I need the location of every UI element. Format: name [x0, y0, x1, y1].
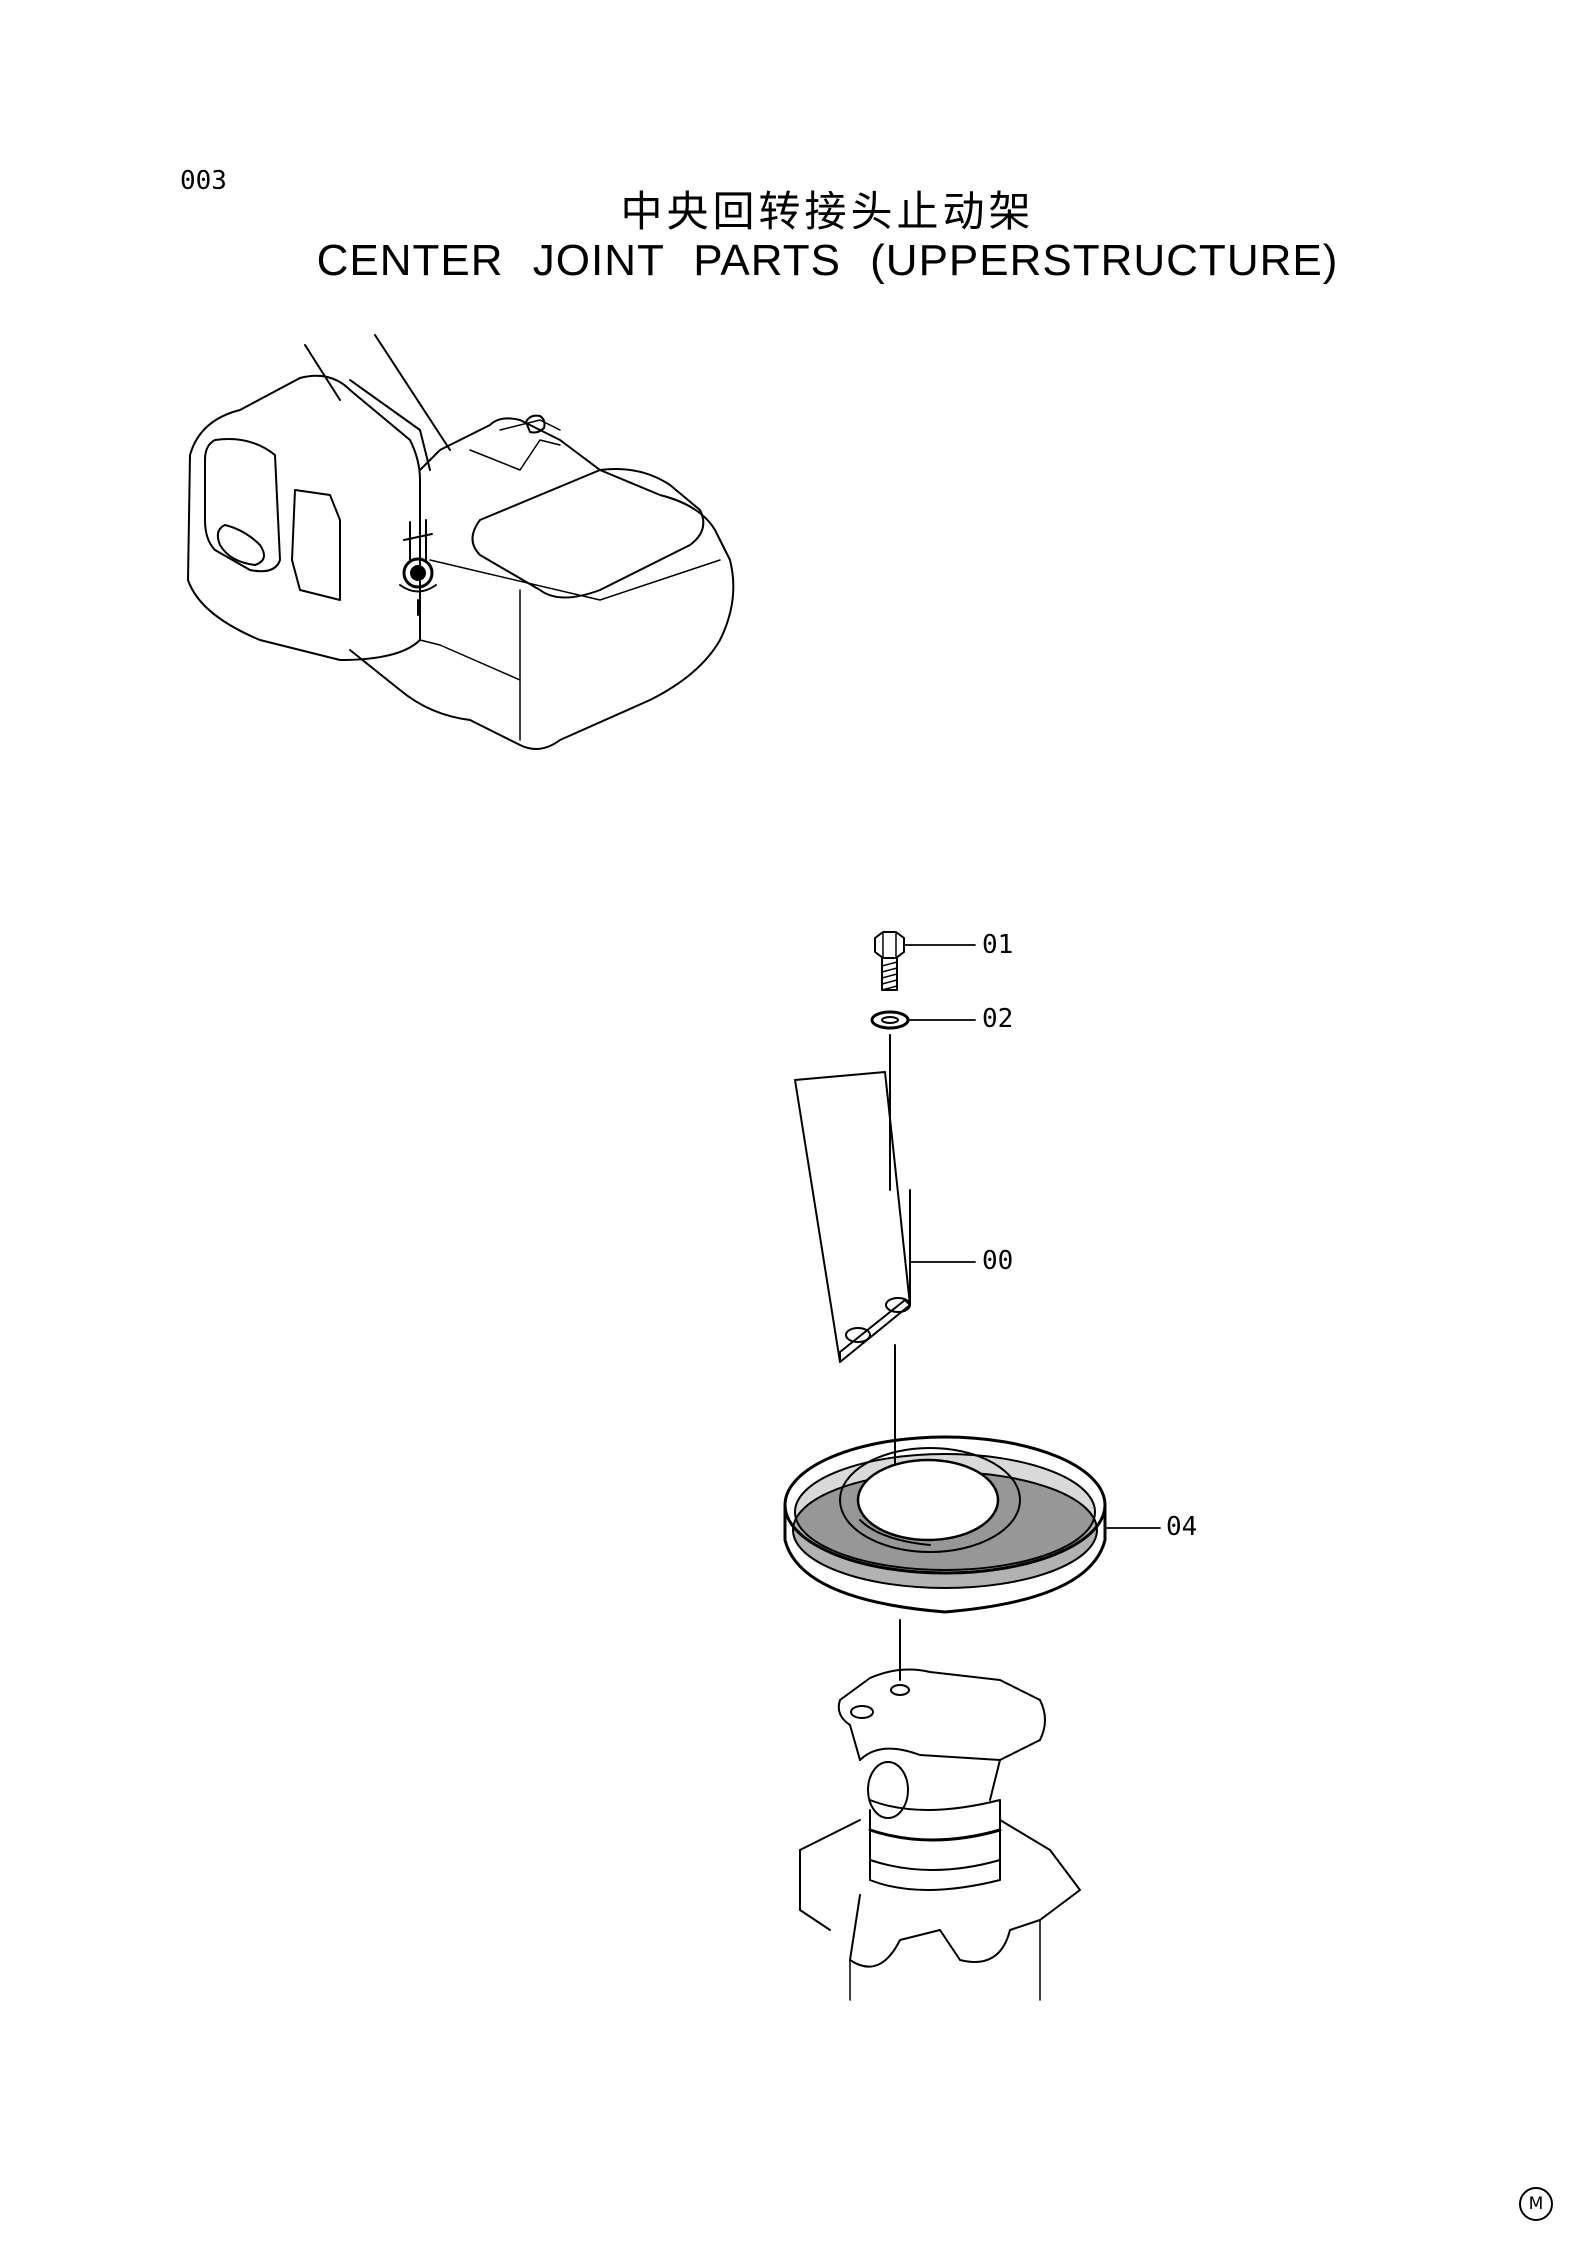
callout-label: 02	[982, 1004, 1014, 1034]
seal-ring-part	[783, 1435, 1161, 1681]
bolt-part	[874, 931, 976, 991]
page-number: 003	[180, 166, 227, 196]
center-joint-body	[799, 1668, 1081, 2001]
callout-label: 01	[982, 930, 1014, 960]
bracket-part	[794, 1071, 976, 1511]
page-title-english: CENTER JOINT PARTS (UPPERSTRUCTURE)	[316, 236, 1339, 285]
callout-label: 04	[1166, 1512, 1198, 1542]
callout-label: 00	[982, 1246, 1014, 1276]
excavator-overview-illustration	[187, 334, 735, 750]
page-title-chinese: 中央回转接头止动架	[620, 187, 1035, 236]
circled-m-mark: M	[1519, 2187, 1553, 2221]
